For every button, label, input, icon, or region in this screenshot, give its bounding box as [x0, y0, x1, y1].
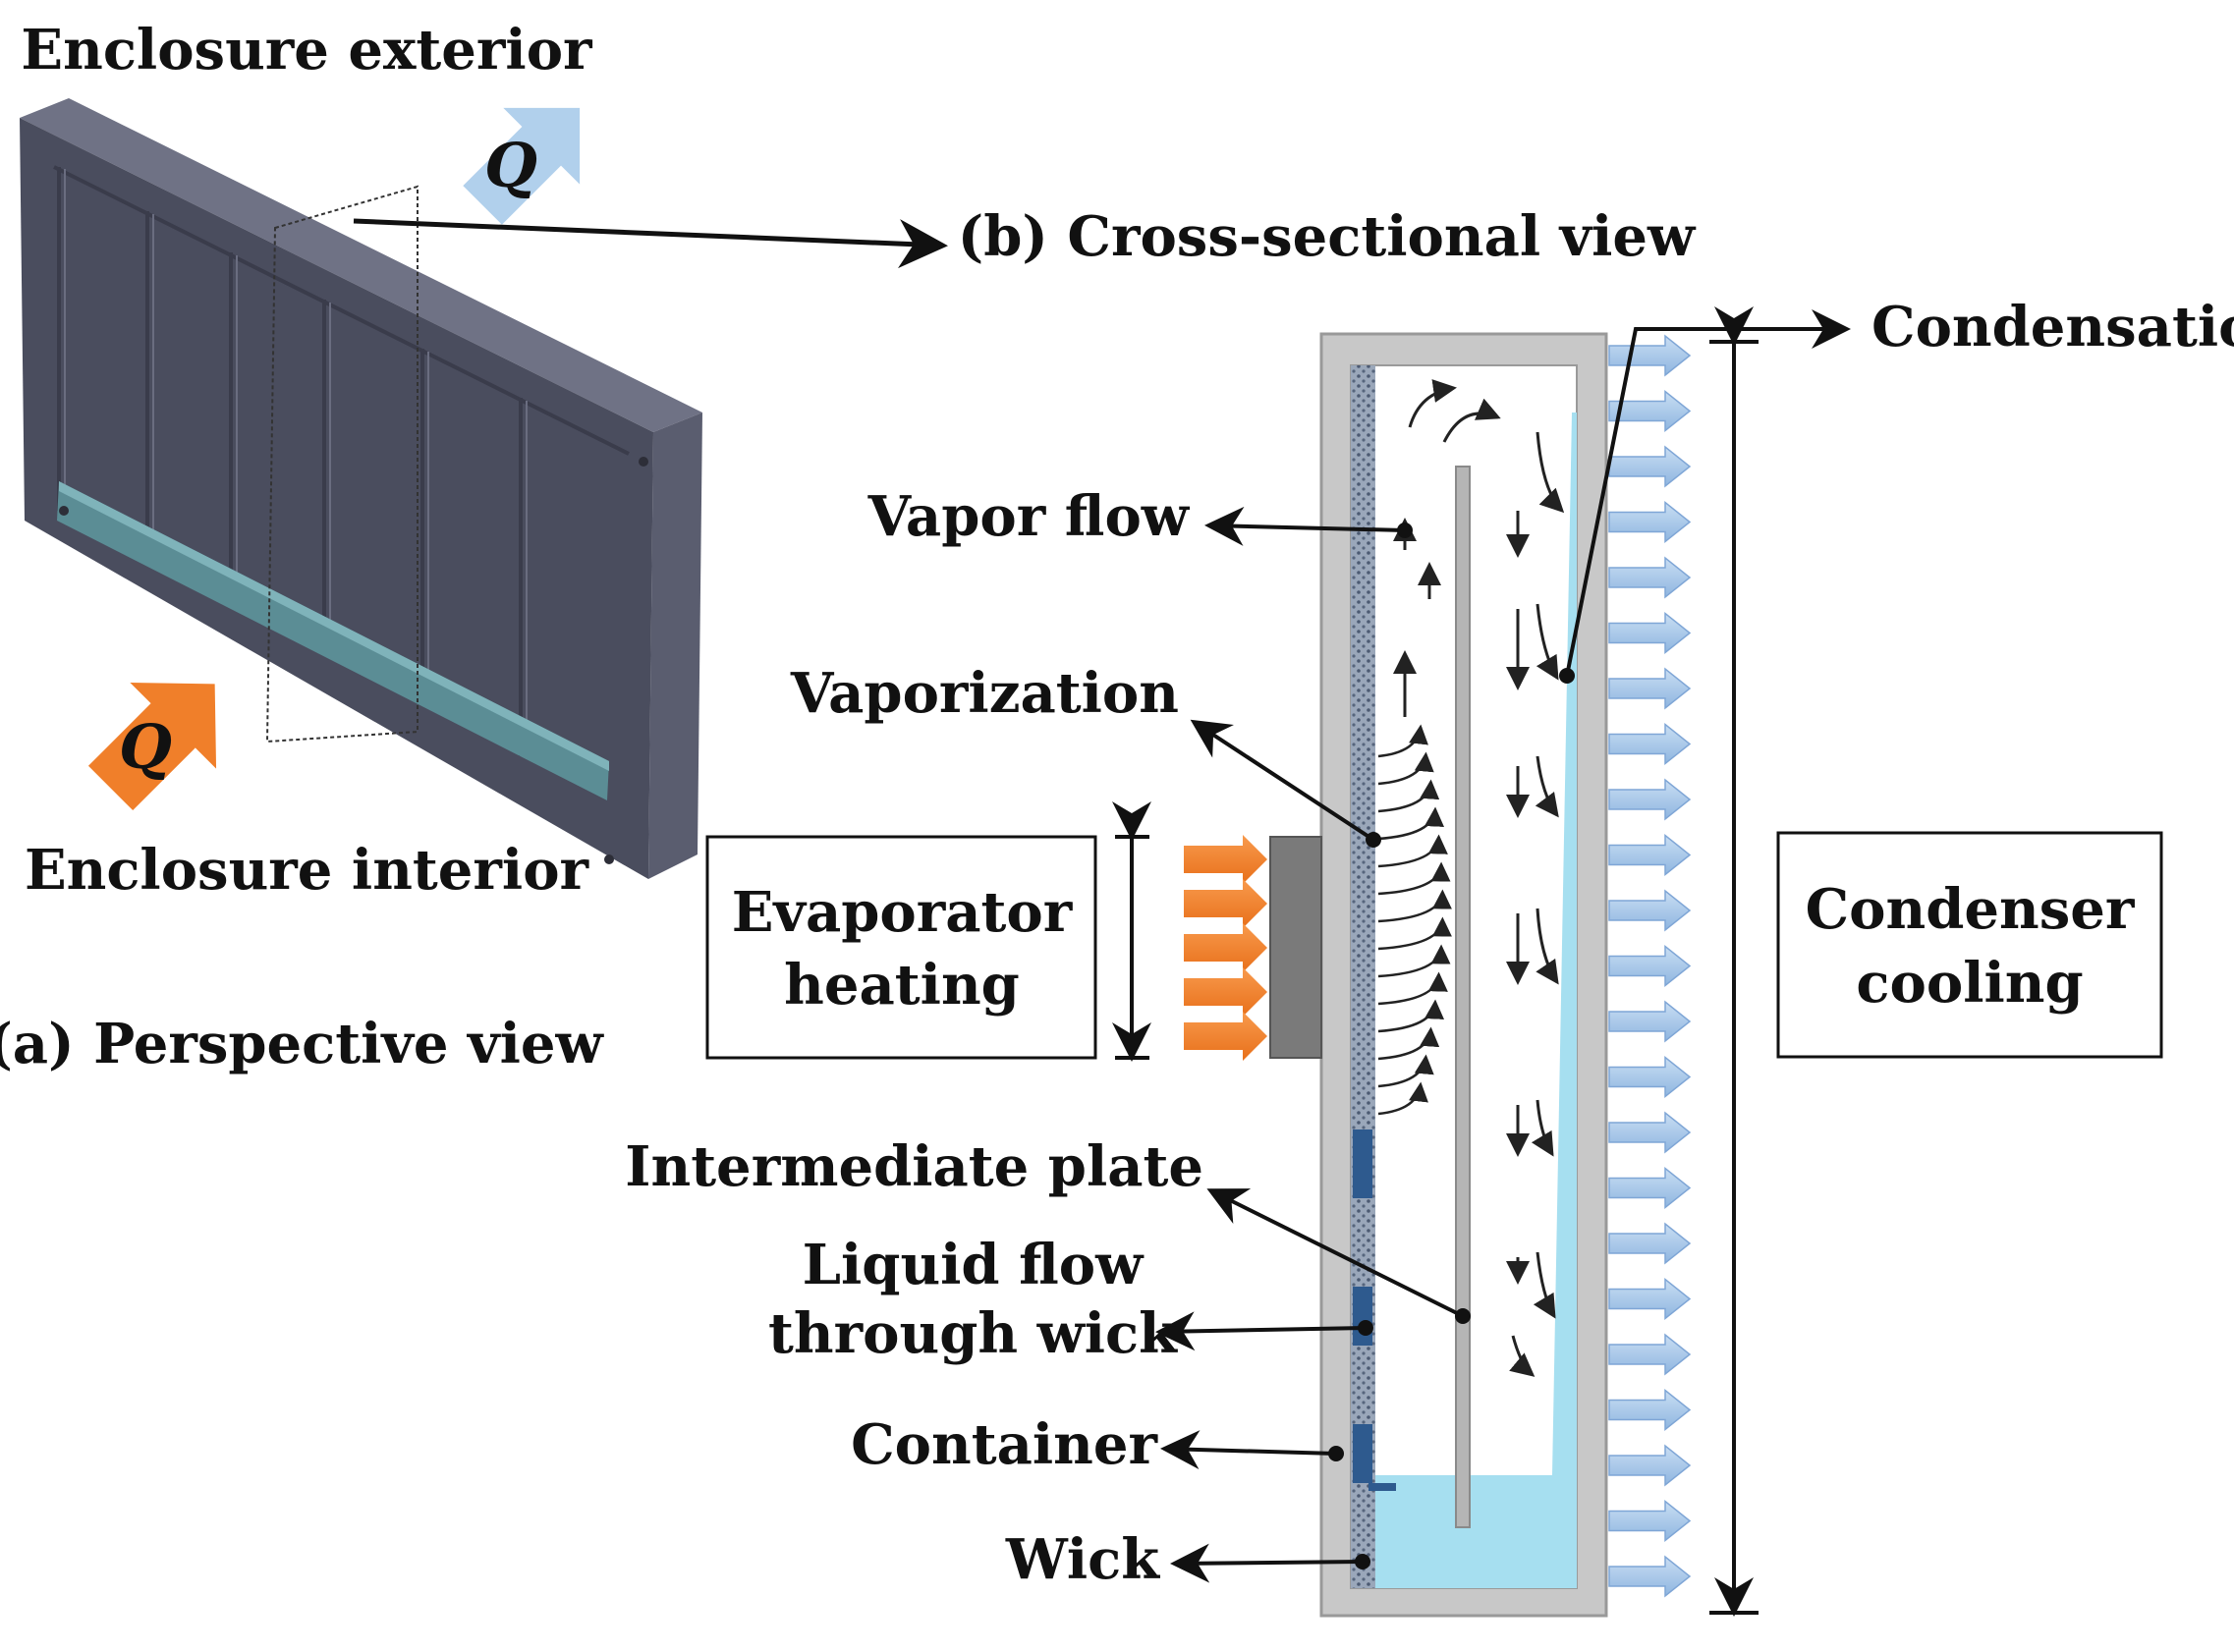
heat-out-arrow-icon: [1608, 1166, 1692, 1210]
heat-out-arrow-icon: [1608, 445, 1692, 488]
vaporization-arrow: [1377, 916, 1452, 951]
bolt: [639, 457, 648, 467]
panel-a-title: (a) Perspective view: [0, 1012, 604, 1076]
vaporization-arrow: [1377, 971, 1448, 1006]
evaporator-label-line1: Evaporator: [732, 880, 1074, 945]
container-label: Container: [851, 1412, 1158, 1477]
condenser-label-line2: cooling: [1856, 951, 2083, 1016]
heat-out-arrow-icon: [1608, 500, 1692, 544]
enclosure-panel-lines-light: [64, 169, 528, 759]
vaporization-arrow: [1377, 834, 1448, 868]
heat-out-arrow-icon: [1608, 944, 1692, 988]
heat-out-arrow-icon: [1608, 1277, 1692, 1321]
vaporization-leader: [1190, 719, 1375, 842]
panel-b-title: (b) Cross-sectional view: [958, 204, 1697, 269]
heat-in-arrow-icon: [1184, 1012, 1267, 1061]
liquid-flow-leader: [1155, 1311, 1367, 1351]
condenser-cooling-box: [1776, 831, 2163, 1059]
vaporization-arrow: [1377, 861, 1451, 896]
perspective-view-panel: Q Q Enclosure exterior Enclosure interio…: [0, 18, 948, 1076]
heat-out-arrow-icon: [1608, 1222, 1692, 1265]
intermediate-plate-leader: [1206, 1188, 1464, 1318]
heat-out-arrow-icon: [1608, 334, 1692, 377]
condenser-extent-marker: [1709, 306, 1759, 1617]
cross-section-pointer: [353, 218, 948, 269]
vaporization-arrow: [1377, 1081, 1428, 1116]
bolt: [59, 506, 69, 516]
heat-out-arrow-icon: [1608, 1499, 1692, 1543]
vaporization-arrow: [1377, 1026, 1440, 1061]
heat-out-arrow-icon: [1608, 667, 1692, 710]
wick-label: Wick: [1005, 1527, 1160, 1592]
vaporization-arrows: [1377, 724, 1452, 1116]
enclosure-water-channel-highlight: [59, 481, 609, 771]
heat-in-arrow-icon: [1184, 879, 1267, 928]
wick-layer: [1351, 365, 1375, 1588]
enclosure-interior-label: Enclosure interior: [25, 838, 590, 903]
enclosure-panel-lines: [53, 165, 630, 756]
return-flow-arrows: [1506, 431, 1565, 1377]
bolt: [604, 854, 614, 864]
intermediate-plate-label: Intermediate plate: [625, 1134, 1203, 1199]
heat-out-arrow-icon: [1608, 722, 1692, 766]
evaporator-heating-box: [705, 835, 1097, 1060]
liquid-flow-label-line2: through wick: [768, 1301, 1178, 1366]
evaporator-extent-marker: [1112, 801, 1151, 1062]
vaporization-arrow: [1377, 1054, 1434, 1088]
evaporator-label-line2: heating: [784, 953, 1020, 1018]
container-leader: [1160, 1430, 1337, 1470]
vaporization-arrow: [1377, 724, 1428, 758]
heat-out-arrow-icon: [1608, 778, 1692, 821]
heat-out-arrow-icon: [1608, 833, 1692, 877]
callout-leaders: [1155, 309, 1851, 1583]
heat-in-arrow-icon: [1184, 835, 1267, 884]
heat-out-arrow-icon: [1608, 1000, 1692, 1043]
heat-out-arrow-icon: [1608, 611, 1692, 655]
evaporator-heat-arrows: [1184, 835, 1267, 1061]
condenser-label-line1: Condenser: [1806, 877, 2136, 942]
evaporator-block: [1269, 836, 1322, 1059]
liquid-flow-label-line1: Liquid flow: [803, 1233, 1145, 1297]
heat-out-arrow-icon: [1608, 1444, 1692, 1487]
heat-out-arrow-icon: [1608, 556, 1692, 599]
condenser-cooling-arrows: [1608, 334, 1692, 1598]
vaporization-label: Vaporization: [790, 661, 1179, 726]
enclosure-side-face: [648, 413, 702, 879]
heat-out-arrow-icon: [1608, 1388, 1692, 1432]
section-cut-plane: [265, 185, 419, 743]
vaporization-arrow: [1377, 779, 1440, 813]
enclosure-front-face: [20, 118, 653, 879]
heat-out-symbol: Q: [484, 130, 537, 201]
vapor-flow-label: Vapor flow: [867, 484, 1191, 549]
heat-out-arrow-icon: [1608, 1055, 1692, 1099]
enclosure-top-face: [20, 98, 702, 432]
callout-dots: [1328, 523, 1575, 1569]
vapor-flow-leader: [1204, 506, 1406, 546]
vaporization-arrow: [1377, 806, 1444, 841]
heat-out-arrow-icon: [1608, 1333, 1692, 1376]
wick-leader: [1170, 1543, 1364, 1583]
heat-out-arrow-icon: [1608, 1555, 1692, 1598]
heat-in-arrow-icon: [87, 682, 217, 811]
enclosure-water-channel: [57, 481, 609, 800]
heat-in-symbol: Q: [119, 711, 172, 783]
vaporization-arrow: [1377, 944, 1451, 978]
heat-out-arrow-icon: [1608, 1111, 1692, 1154]
heat-in-arrow-icon: [1184, 967, 1267, 1017]
enclosure-exterior-label: Enclosure exterior: [21, 18, 593, 83]
intermediate-plate: [1455, 466, 1471, 1528]
condensation-leader: [1565, 309, 1851, 677]
condensation-label: Condensation: [1871, 295, 2234, 359]
vaporization-arrow: [1377, 889, 1452, 923]
cross-section-panel: (b) Cross-sectional view: [625, 204, 2234, 1618]
heat-out-arrow-icon: [463, 107, 581, 225]
heat-out-arrow-icon: [1608, 889, 1692, 932]
vaporization-arrow: [1377, 751, 1434, 786]
heat-in-arrow-icon: [1184, 923, 1267, 972]
vaporization-arrow: [1377, 999, 1444, 1033]
